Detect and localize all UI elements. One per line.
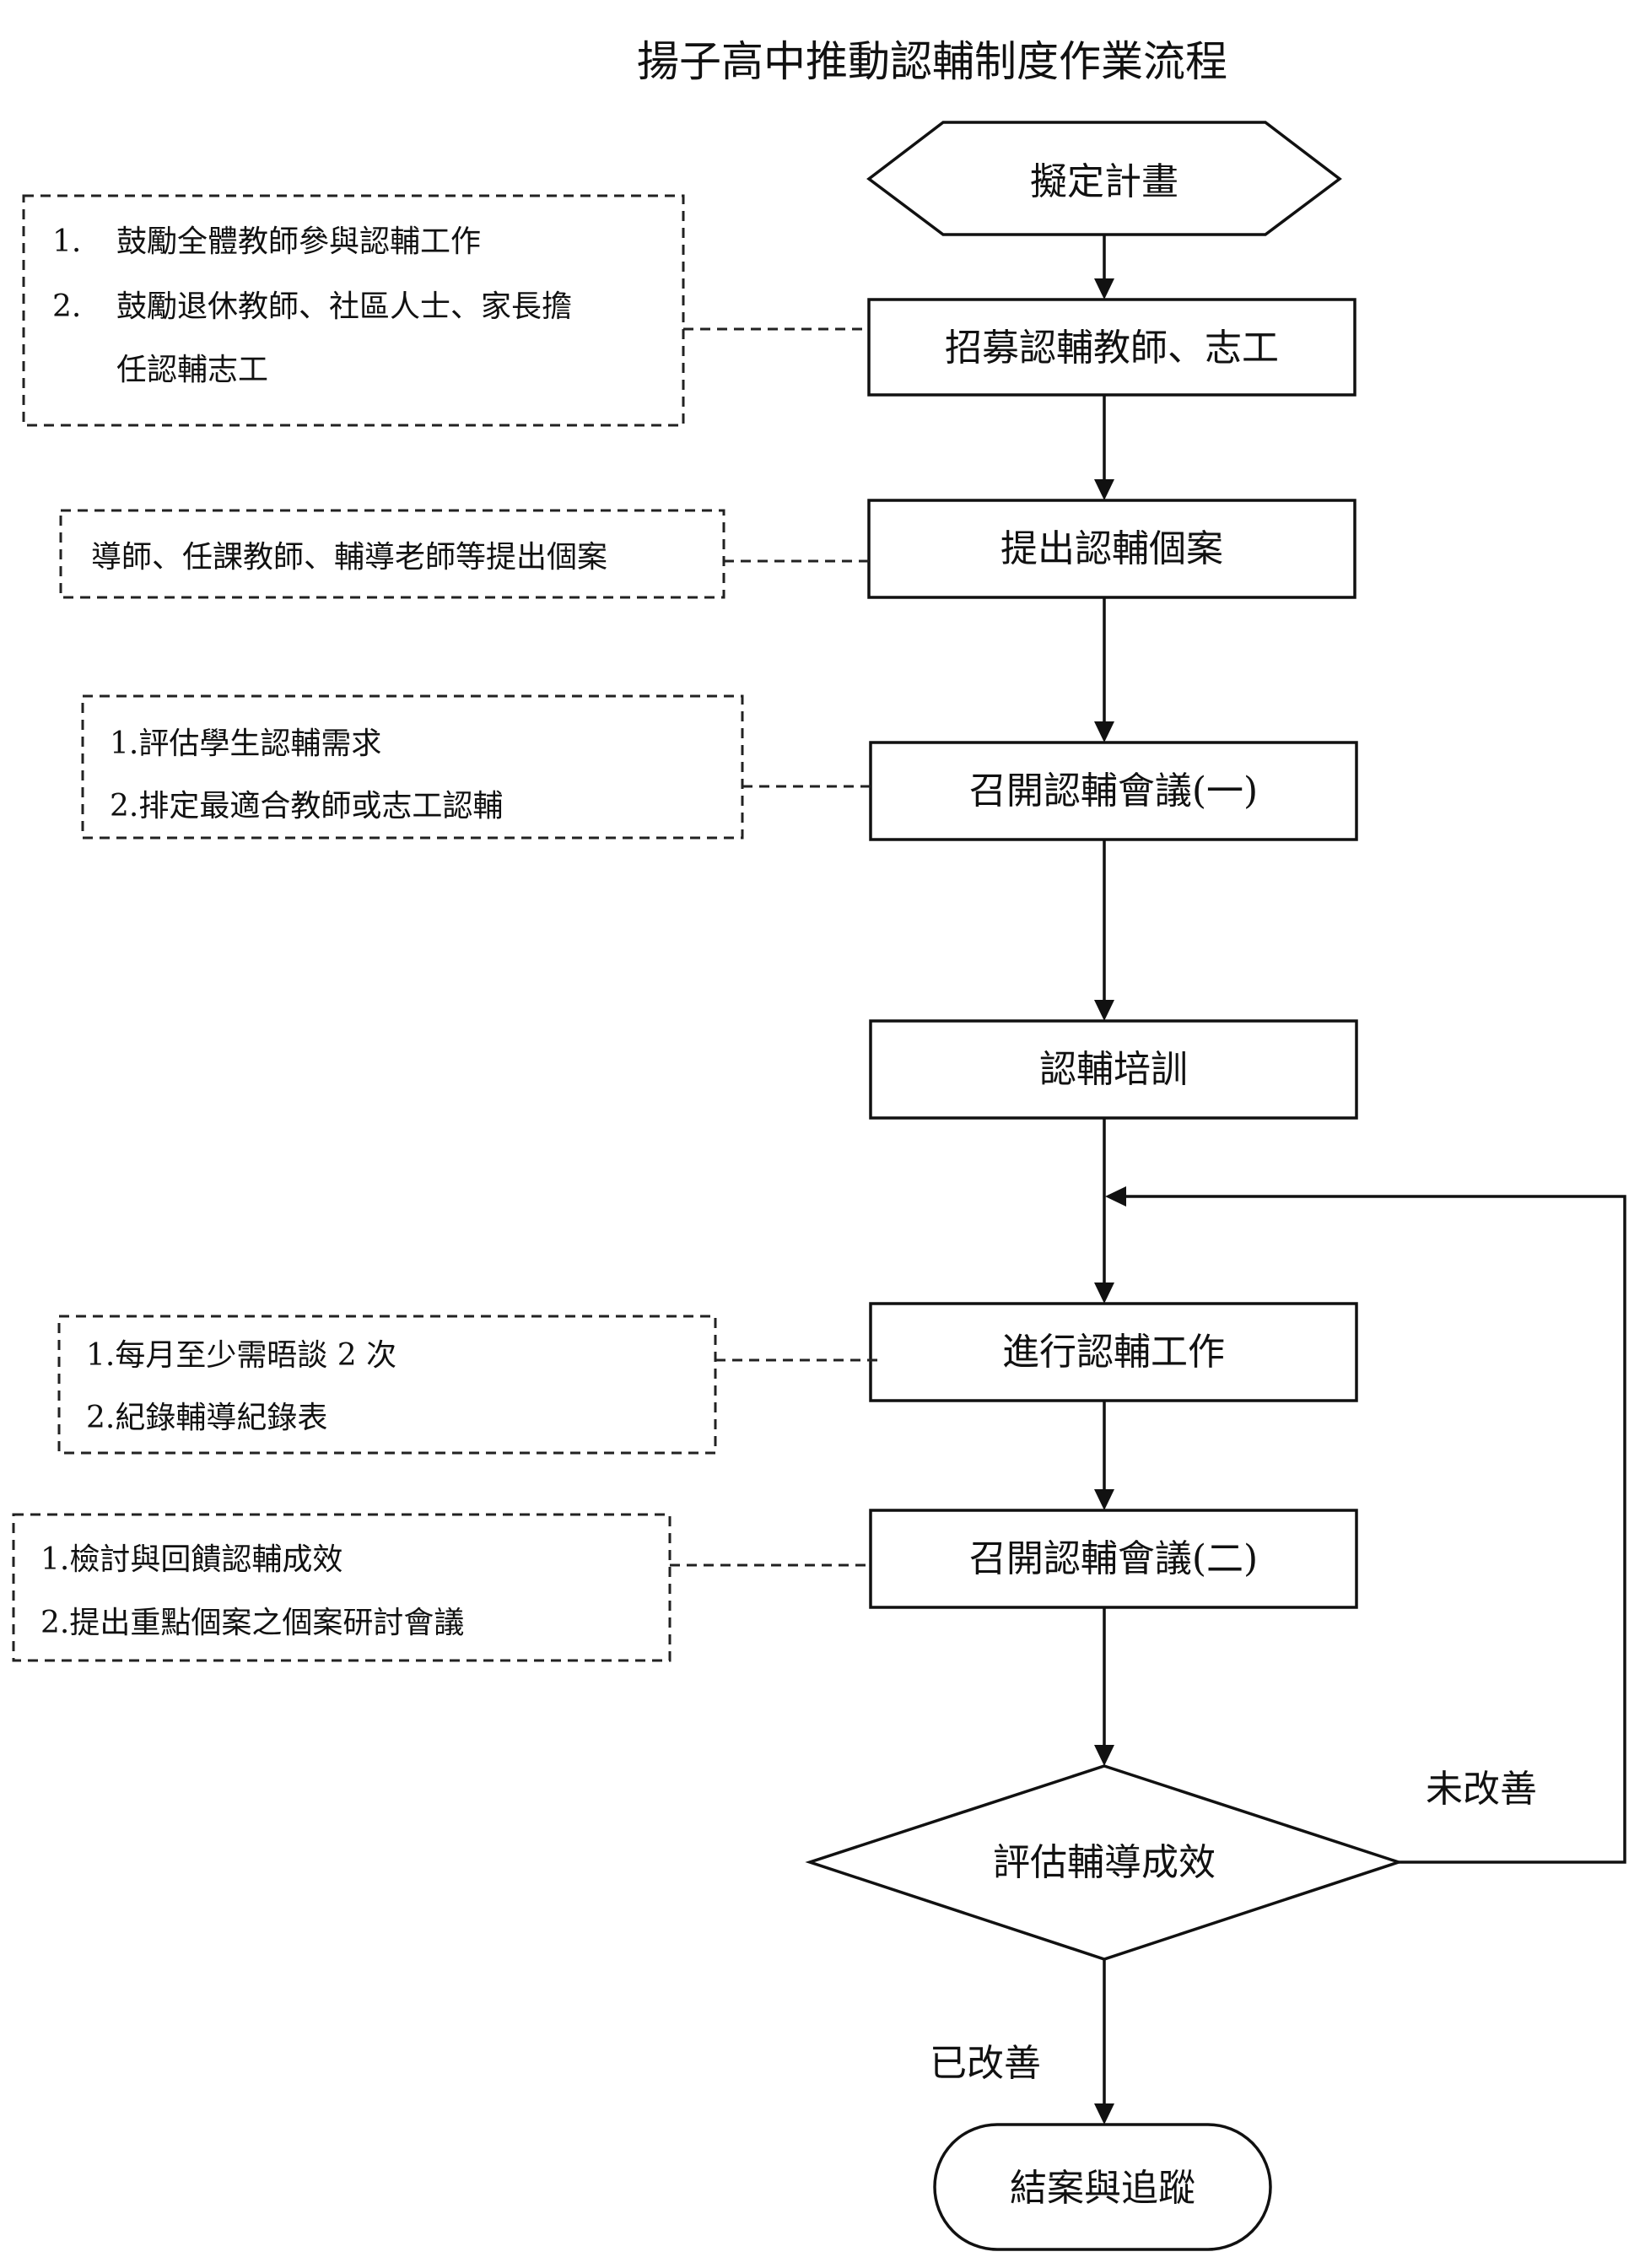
node-recruit: 招募認輔教師、志工 <box>867 298 1356 397</box>
note-work-item1: 1.每月至少需晤談 2 次 <box>86 1338 396 1373</box>
node-meeting1-label: 召開認輔會議(一) <box>969 770 1258 813</box>
node-training-label: 認輔培訓 <box>1039 1048 1188 1091</box>
node-training: 認輔培訓 <box>869 1019 1358 1120</box>
node-plan: 擬定計畫 <box>866 121 1342 236</box>
node-plan-label: 擬定計畫 <box>1030 160 1178 203</box>
node-propose: 提出認輔個案 <box>867 499 1356 599</box>
node-close: 結案與追蹤 <box>933 2123 1272 2251</box>
note-recruit-num1: 1. <box>52 224 81 259</box>
node-meeting2: 召開認輔會議(二) <box>869 1509 1358 1609</box>
branch-improved: 已改善 <box>930 2042 1041 2085</box>
note-recruit-item2-line2: 任認輔志工 <box>116 353 268 387</box>
note-meeting1: 1.評估學生認輔需求 2.排定最適合教師或志工認輔 <box>81 694 871 840</box>
node-meeting2-label: 召開認輔會議(二) <box>969 1537 1258 1580</box>
note-work-item2: 2.紀錄輔導紀錄表 <box>86 1401 327 1435</box>
note-meeting2: 1.檢討與回饋認輔成效 2.提出重點個案之個案研討會議 <box>12 1513 871 1662</box>
node-work: 進行認輔工作 <box>869 1302 1358 1402</box>
connectors <box>1094 235 1626 2125</box>
note-meeting2-item2: 2.提出重點個案之個案研討會議 <box>40 1606 464 1640</box>
note-recruit-num2: 2. <box>52 289 81 324</box>
note-recruit: 1. 鼓勵全體教師參與認輔工作 2. 鼓勵退休教師、社區人士、家長擔 任認輔志工 <box>22 194 869 427</box>
page-title: 揚子高中推動認輔制度作業流程 <box>637 37 1227 86</box>
note-recruit-item2-line1: 鼓勵退休教師、社區人士、家長擔 <box>116 289 572 324</box>
note-meeting2-item1: 1.檢討與回饋認輔成效 <box>40 1542 342 1577</box>
node-meeting1: 召開認輔會議(一) <box>869 741 1358 841</box>
note-meeting1-item2: 2.排定最適合教師或志工認輔 <box>110 789 503 824</box>
branch-not-improved: 未改善 <box>1426 1768 1537 1811</box>
note-recruit-item1: 鼓勵全體教師參與認輔工作 <box>116 224 481 259</box>
note-propose: 導師、任課教師、輔導老師等提出個案 <box>59 509 869 599</box>
node-work-label: 進行認輔工作 <box>1002 1331 1225 1374</box>
note-meeting1-item1: 1.評估學生認輔需求 <box>110 726 381 761</box>
note-propose-item1: 導師、任課教師、輔導老師等提出個案 <box>91 540 607 575</box>
node-evaluate-label: 評估輔導成效 <box>993 1841 1216 1884</box>
node-propose-label: 提出認輔個案 <box>1000 527 1223 570</box>
node-close-label: 結案與追蹤 <box>1010 2167 1195 2210</box>
node-evaluate: 評估輔導成效 <box>805 1764 1404 1961</box>
note-work: 1.每月至少需晤談 2 次 2.紀錄輔導紀錄表 <box>57 1315 877 1455</box>
node-recruit-label: 招募認輔教師、志工 <box>945 327 1279 370</box>
